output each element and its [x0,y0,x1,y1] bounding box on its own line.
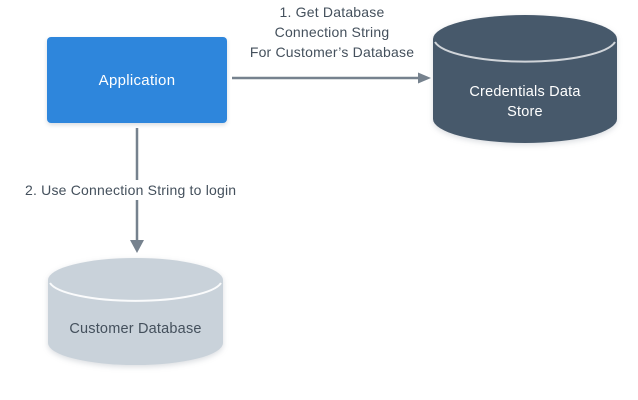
database-cylinder-icon [433,15,617,143]
edge-label-line: Connection String [274,24,390,40]
credentials-store-label: Credentials Data Store [469,83,581,120]
customer-database-label-wrap: Customer Database [48,258,223,365]
edge-label-get-connection: 1. Get Database Connection String For Cu… [233,2,431,62]
edge-label-line: 1. Get Database [279,4,385,20]
application-label: Application [98,71,176,89]
edge-label-line: For Customer’s Database [249,44,415,60]
application-node: Application [47,37,227,123]
customer-database-node [48,258,223,365]
customer-database-label: Customer Database [69,320,202,337]
database-cylinder-icon [48,258,223,365]
credentials-store-label-wrap: Credentials Data Store [433,15,617,143]
cylinder-lid-highlight [49,282,222,302]
arrow-down-head-icon [130,240,144,253]
edge-label-use-connection: 2. Use Connection String to login [22,180,240,200]
arrow-app-to-credentials [232,72,431,84]
credentials-store-node [433,15,617,143]
cylinder-lid-highlight [434,41,616,63]
arrow-right-head-icon [418,72,431,84]
